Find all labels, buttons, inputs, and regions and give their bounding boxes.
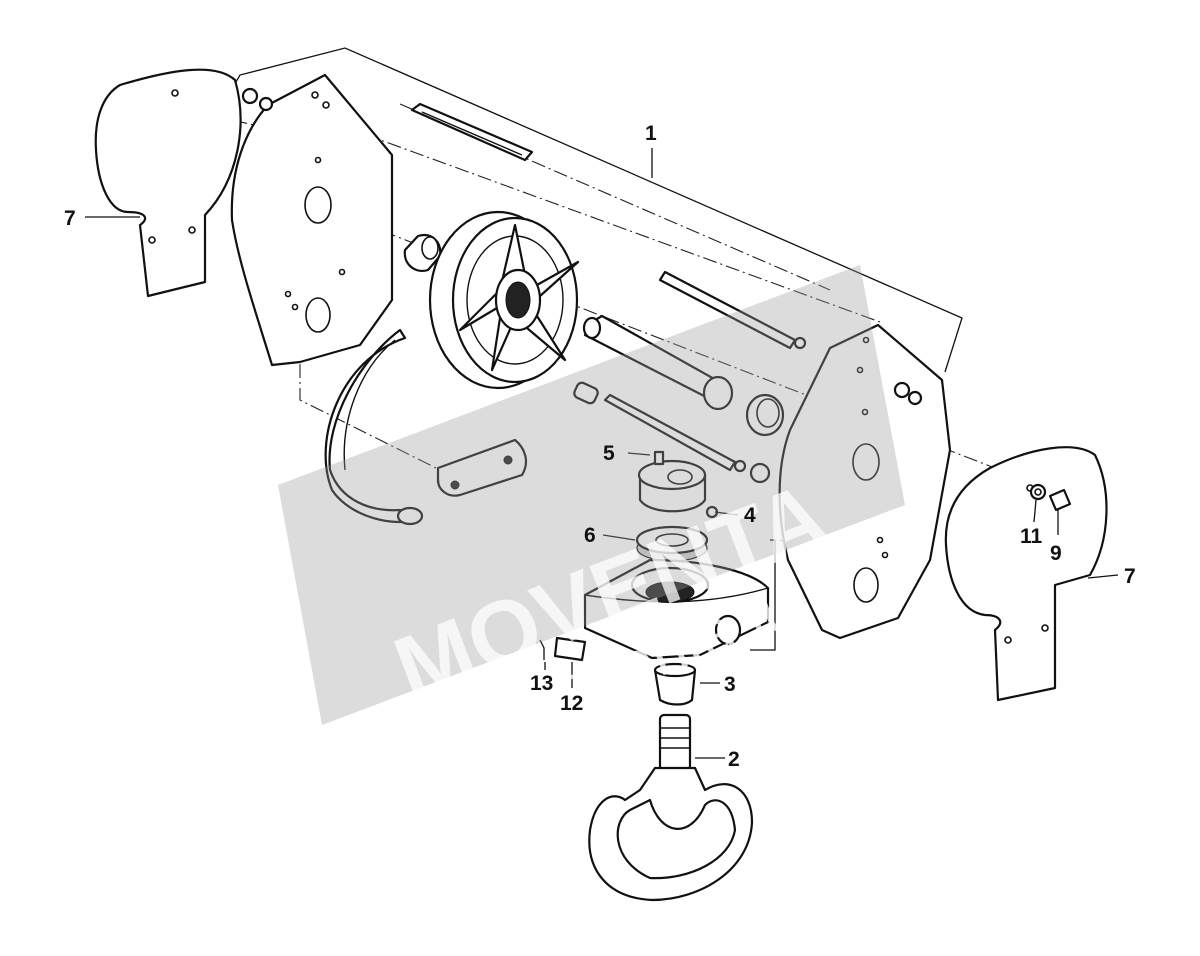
- callout-9: 9: [1050, 542, 1062, 565]
- leader-lines: [85, 216, 1119, 759]
- main-shaft: [582, 314, 734, 411]
- plate-12: [553, 636, 587, 662]
- collar-nut: [637, 459, 707, 513]
- callout-6: 6: [584, 524, 596, 547]
- bolt-9: [1048, 488, 1072, 512]
- rope-pulley: [428, 210, 580, 390]
- small-spacer: [749, 462, 771, 484]
- lower-axle: [573, 381, 747, 473]
- left-nut: [241, 87, 274, 112]
- brake-band: [324, 328, 424, 526]
- spacer-bushing: [403, 234, 442, 272]
- right-cover-plate: [944, 446, 1108, 702]
- left-cover-plate: [94, 68, 242, 298]
- right-side-plate: [778, 323, 952, 640]
- guide-bar: [410, 102, 534, 162]
- crane-hook-2: [588, 713, 754, 902]
- callout-labels: 1 7 5 4 6 11 9 7 13 12 3 2: [64, 122, 1136, 771]
- left-side-plate: [230, 73, 394, 367]
- callout-7-right: 7: [1124, 565, 1136, 588]
- callout-13: 13: [530, 672, 553, 695]
- thrust-bearing-6: [635, 525, 709, 562]
- hook-block-body: [583, 558, 770, 660]
- callout-4: 4: [744, 504, 756, 527]
- bushing-3: [653, 662, 697, 706]
- assembly-bracket-1: [229, 47, 963, 373]
- right-nut: [893, 381, 923, 406]
- callout-3: 3: [724, 673, 736, 696]
- screw-5: [653, 450, 665, 466]
- callout-7-left: 7: [64, 207, 76, 230]
- right-bushing: [745, 393, 785, 437]
- callout-2: 2: [728, 748, 740, 771]
- washer-11: [1029, 483, 1047, 501]
- callout-5: 5: [603, 442, 615, 465]
- upper-axle: [658, 270, 807, 350]
- curved-bracket: [436, 438, 528, 497]
- callout-11: 11: [1020, 525, 1043, 548]
- callout-12: 12: [560, 692, 583, 715]
- pin-13: [539, 639, 545, 660]
- callout-1: 1: [645, 122, 657, 145]
